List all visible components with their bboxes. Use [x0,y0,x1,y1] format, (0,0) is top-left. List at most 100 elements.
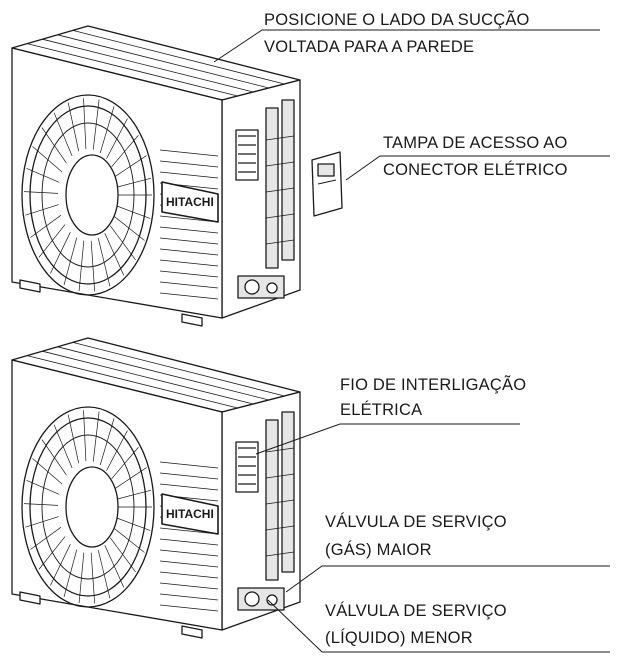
fan-spoke [83,410,87,462]
foot-left [19,591,41,605]
fan-spoke [114,216,145,241]
fan-spoke [110,537,136,573]
front-louver [159,171,219,179]
channel-divider [265,551,295,557]
lid-ridge [57,346,269,401]
lid-ridge [57,34,269,89]
cover-body [311,151,343,217]
front-louver [159,461,219,469]
fan-spoke [104,232,125,276]
foot-right [181,313,203,327]
gas-valve [244,279,260,295]
lid-ridge [42,38,254,93]
channel-divider [265,213,295,219]
fan-spoke [116,205,151,219]
fan-spoke [67,414,80,464]
fan-spoke [32,146,63,173]
connector-access-cover [311,151,343,217]
fan-spoke [83,98,87,150]
lid-ridge [72,30,285,85]
fan-outer-ring [21,94,155,296]
fan-spoke [104,544,125,588]
fan-spoke [41,127,67,164]
control-window [235,441,259,493]
cover-slot [317,163,335,177]
fan-spoke [32,458,63,485]
lid-ridge [27,43,238,97]
connector-cover-line2: CONECTOR ELÉTRICO [383,161,568,179]
brand-logo-text: HITACHI [166,195,214,209]
channel-divider [265,135,295,141]
fan-spoke [78,552,85,604]
fan-spoke [114,528,145,553]
brand-plate [161,493,219,535]
front-louver [159,248,219,256]
side-channel-1 [265,419,279,581]
interconnect-wire-leader [255,423,520,455]
front-louver [159,472,219,480]
fan-spoke [97,550,111,599]
fan-outer-ring [21,406,155,608]
gas-valve-line2: (GÁS) MAIOR [325,541,432,559]
suction-side-line1: POSICIONE O LADO DA SUCÇÃO [264,11,530,29]
side-channel-2 [281,99,295,261]
front-louver [159,538,219,546]
fan-spoke [117,177,152,188]
front-louver [159,560,219,568]
connector-cover-line1: TAMPA DE ACESSO AO [383,134,568,152]
brand-logo-text: HITACHI [166,507,214,521]
fan-spoke [115,155,147,177]
lid-ridge [72,342,285,397]
interconnect-wire-line1: FIO DE INTERLIGAÇÃO [340,376,527,394]
front-louver [159,483,219,491]
front-louver [159,292,219,300]
fan-spoke [63,549,78,598]
fan-spoke [117,489,152,500]
fan-hub [65,154,119,236]
liquid-valve-line2: (LÍQUIDO) MENOR [325,629,473,647]
fan-spoke [106,118,128,159]
fan-spoke [90,240,96,292]
fan-spoke [116,517,151,531]
fan-spoke [25,204,59,216]
fan-spoke [25,516,59,528]
side-channel-2 [281,411,295,573]
fan-spoke [97,238,111,287]
interconnect-wire-line2: ELÉTRICA [340,401,423,419]
channel-divider [265,473,295,479]
suction-side-line2: VOLTADA PARA A PAREDE [264,38,475,56]
fan-spoke [24,503,59,506]
channel-divider [265,239,295,245]
front-louver [159,549,219,557]
fan-spoke [53,424,73,469]
channel-divider [265,447,295,453]
liquid-valve-leader [267,599,610,653]
control-window [235,129,259,181]
fan-spoke [106,430,128,471]
gas-valve-line1: VÁLVULA DE SERVIÇO [325,513,507,531]
front-louver [159,226,219,234]
front-louver [159,593,219,601]
fan-spoke [38,224,66,258]
fan-spoke [26,167,60,183]
foot-left [19,279,41,293]
liquid-valve [266,282,278,294]
fan-spoke [24,191,59,194]
fan-spoke [30,526,62,550]
fan-spoke [63,237,78,286]
fan-spoke [92,411,100,462]
channel-divider [265,525,295,531]
front-louver [159,160,219,168]
front-louver [159,259,219,267]
channel-divider [265,499,295,505]
fan-spoke [41,439,67,476]
fan-spoke [115,467,147,489]
liquid-valve-line1: VÁLVULA DE SERVIÇO [325,602,507,620]
fan-spoke [92,99,100,150]
brand-plate [161,181,219,223]
front-louver [159,149,219,157]
outdoor-unit-bottom: HITACHI [11,337,301,639]
outdoor-unit-top: HITACHI [11,25,301,327]
suction-side-leader [213,29,600,63]
channel-divider [265,187,295,193]
